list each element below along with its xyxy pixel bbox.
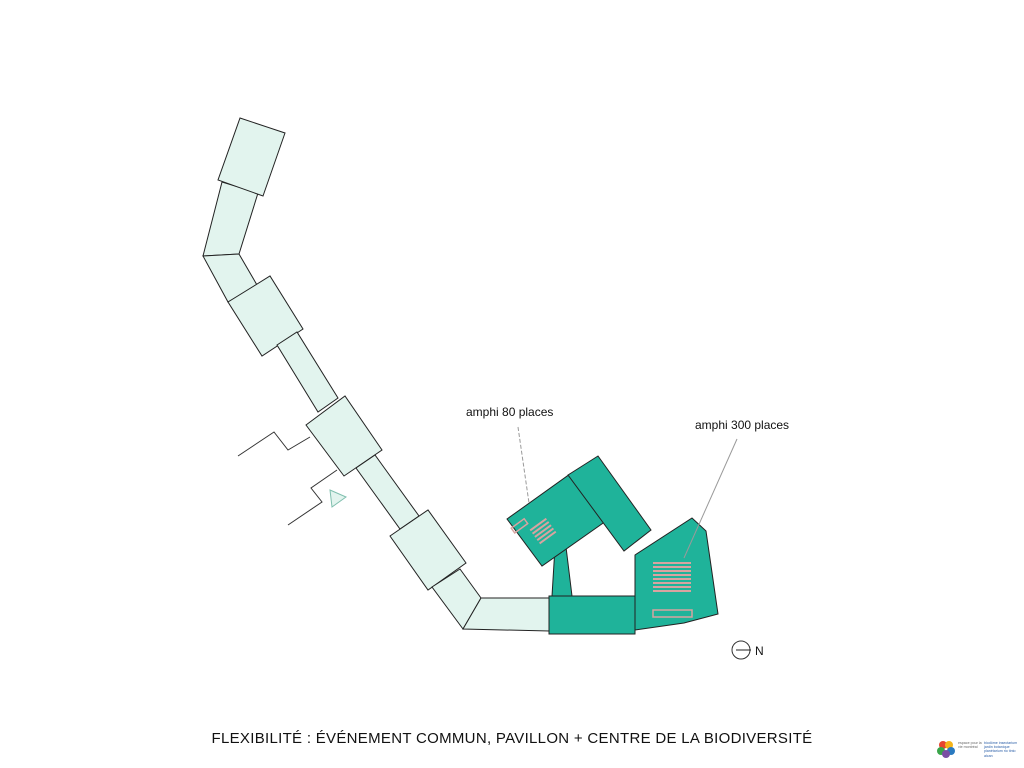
pavilion-module	[227, 275, 304, 357]
corridor-segment	[202, 181, 259, 257]
amphi-300-label: amphi 300 places	[695, 418, 789, 432]
logo-mark-icon	[937, 741, 955, 758]
annex-block	[567, 455, 652, 552]
corridor-segment	[355, 454, 420, 530]
pavilion-module	[217, 117, 286, 197]
logo-text-right: biodôme insectarium jardin botanique pla…	[984, 741, 1018, 758]
site-boundary-line	[287, 469, 338, 526]
stage-amphi-300	[652, 609, 693, 618]
espace-pour-la-vie-logo: espace pour la vie montréal biodôme inse…	[936, 737, 1022, 761]
stage-amphi-80	[510, 517, 529, 535]
amphi-80-leader	[517, 426, 530, 504]
north-label: N	[755, 644, 764, 658]
amphi-300-seating	[652, 562, 693, 618]
amphi-80-seating	[510, 517, 557, 545]
corridor-segment	[276, 331, 339, 413]
entrance-triangle	[329, 489, 348, 508]
pavilion-module	[305, 395, 383, 477]
pavilion-module	[389, 509, 467, 591]
site-lines	[237, 431, 348, 526]
logo-text-left: espace pour la vie montréal	[958, 741, 982, 750]
plan-caption: FLEXIBILITÉ : ÉVÉNEMENT COMMUN, PAVILLON…	[211, 730, 813, 747]
hall-block	[548, 595, 636, 635]
north-arrow: N	[731, 640, 764, 660]
pavilion-chain	[202, 117, 550, 632]
amphi-80-label: amphi 80 places	[466, 405, 553, 419]
site-boundary-line	[237, 431, 311, 457]
amphi-300-leader	[683, 438, 738, 559]
